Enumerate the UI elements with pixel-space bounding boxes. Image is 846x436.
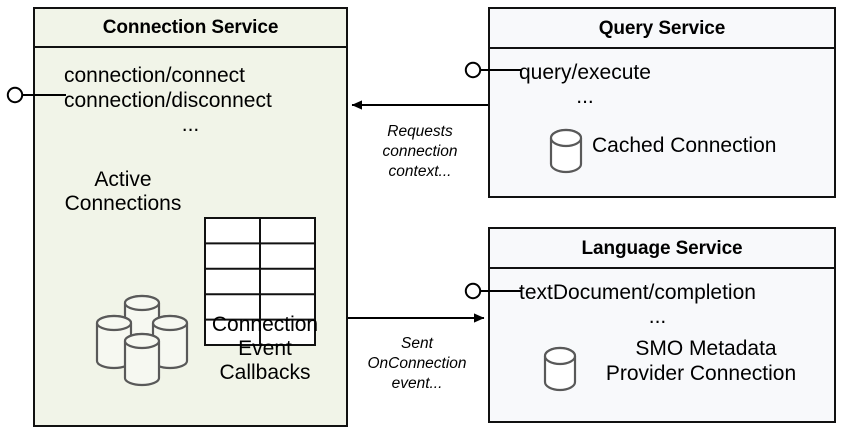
connection-service-endpoint-1[interactable]: connection/disconnect [64, 89, 272, 112]
smo-metadata-label-line2: Provider Connection [605, 362, 797, 385]
edge-label-requests-connection-context-line2: connection [382, 143, 458, 160]
database-cylinder-stack-icon [95, 294, 189, 387]
query-service-body: query/execute ... Cached Connection [490, 49, 834, 196]
database-cylinder-icon [549, 128, 583, 174]
language-service-endpoint-ellipsis: ... [648, 305, 667, 328]
cached-connection-label: Cached Connection [592, 134, 777, 157]
active-connections-label-line2: Connections [64, 192, 182, 215]
smo-metadata-label-line1: SMO Metadata [635, 337, 777, 360]
language-service-title: Language Service [490, 229, 834, 269]
connection-event-callbacks-label-line1: Connection [211, 313, 319, 336]
query-service-box[interactable]: Query Service query/execute ... Cached C… [488, 7, 836, 198]
query-service-endpoint-0[interactable]: query/execute [519, 61, 651, 84]
edge-label-sent-onconnection-event-line2: OnConnection [367, 355, 467, 372]
connection-service-endpoint-ellipsis: ... [181, 113, 200, 136]
query-service-title: Query Service [490, 9, 834, 49]
language-service-endpoint-0[interactable]: textDocument/completion [519, 281, 756, 304]
edge-label-sent-onconnection-event-line1: Sent [401, 335, 433, 352]
edge-label-sent-onconnection-event-line3: event... [391, 375, 443, 392]
connection-event-callbacks-label-line2: Event [238, 337, 292, 360]
edge-label-requests-connection-context-line1: Requests [387, 123, 453, 140]
connection-service-endpoint-0[interactable]: connection/connect [64, 64, 245, 87]
connection-service-title: Connection Service [35, 9, 346, 48]
connection-event-callbacks-label-line3: Callbacks [219, 361, 311, 384]
connection-service-body: connection/connect connection/disconnect… [35, 48, 346, 425]
language-service-body: textDocument/completion ... SMO Metadata… [490, 269, 834, 421]
edge-label-requests-connection-context-line3: context... [388, 163, 452, 180]
active-connections-label-line1: Active [94, 168, 152, 191]
connection-service-box[interactable]: Connection Service connection/connect co… [33, 7, 348, 427]
query-service-endpoint-ellipsis: ... [576, 85, 594, 108]
language-service-box[interactable]: Language Service textDocument/completion… [488, 227, 836, 423]
